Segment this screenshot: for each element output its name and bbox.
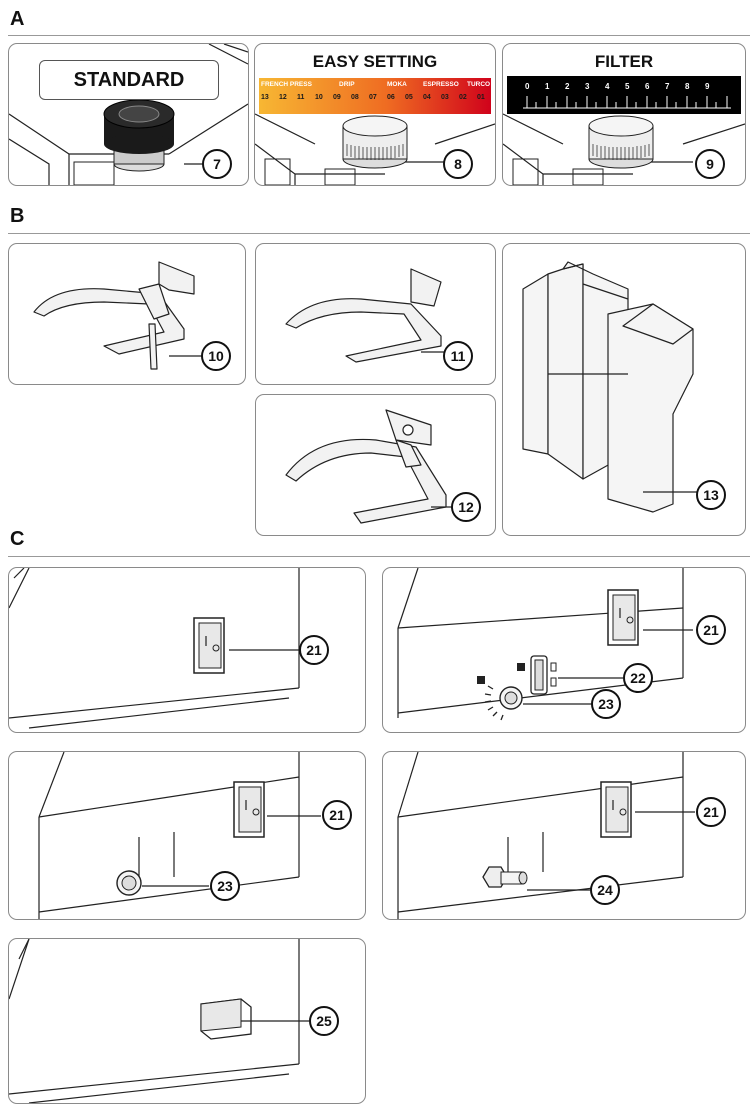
filter-num: 3 [585, 82, 590, 91]
panel-standard-knob: STANDARD 7 [8, 43, 249, 186]
switch-21-22-23-drawing [397, 568, 693, 721]
filter-title: FILTER [594, 52, 654, 71]
filter-num: 2 [565, 82, 570, 91]
fork-holder-10-drawing [33, 261, 204, 370]
panel-filter: FILTER 0 1 2 3 4 5 6 7 8 9 9 [502, 43, 746, 186]
filter-num: 7 [665, 82, 670, 91]
panel-switch-21-24: 21 24 [382, 751, 746, 920]
panel-switch-21-23: 21 23 [8, 751, 366, 920]
filter-num: 6 [645, 82, 650, 91]
easy-num: 13 [261, 94, 269, 101]
callout-23: 23 [210, 871, 240, 901]
callout-9: 9 [695, 149, 725, 179]
easy-knob-drawing [255, 78, 495, 185]
easy-num: 04 [423, 94, 431, 101]
filter-num: 1 [545, 82, 550, 91]
panel-switch-21-22-23: 21 22 23 [382, 567, 746, 733]
callout-10: 10 [201, 341, 231, 371]
filter-num: 9 [705, 82, 710, 91]
easy-category-turco: TURCO [467, 81, 491, 88]
callout-22: 22 [623, 663, 653, 693]
easy-setting-title: EASY SETTING [312, 52, 438, 71]
filter-num: 4 [605, 82, 610, 91]
easy-num: 08 [351, 94, 359, 101]
easy-category-espresso: ESPRESSO [423, 81, 459, 88]
switch-21-23-drawing [38, 752, 321, 919]
callout-7: 7 [202, 149, 232, 179]
section-label-a: A [10, 8, 25, 30]
callout-25: 25 [309, 1006, 339, 1036]
callout-21: 21 [696, 615, 726, 645]
easy-num: 03 [441, 94, 449, 101]
easy-category-french-press: FRENCH PRESS [261, 81, 312, 88]
callout-12: 12 [451, 492, 481, 522]
section-rule-a [8, 35, 750, 36]
easy-num: 06 [387, 94, 395, 101]
switch-21-24-drawing [397, 752, 695, 919]
section-label-c: C [10, 528, 25, 550]
callout-21: 21 [696, 797, 726, 827]
easy-num: 01 [477, 94, 485, 101]
callout-21: 21 [299, 635, 329, 665]
easy-number-row: 13 12 11 10 09 08 07 06 05 04 03 02 01 [261, 94, 489, 104]
panel-holder-10: 10 [8, 243, 246, 385]
callout-8: 8 [443, 149, 473, 179]
section-rule-b [8, 233, 750, 234]
easy-num: 05 [405, 94, 413, 101]
fork-holder-12-drawing [285, 409, 453, 524]
switch-25-drawing [9, 939, 309, 1103]
easy-category-drip: DRIP [339, 81, 355, 88]
callout-21: 21 [322, 800, 352, 830]
standard-title: STANDARD [39, 60, 219, 100]
filter-num: 8 [685, 82, 690, 91]
panel-holder-12: 12 [255, 394, 496, 536]
standard-knob-drawing [9, 44, 248, 185]
callout-23: 23 [591, 689, 621, 719]
filter-number-row: 0 1 2 3 4 5 6 7 8 9 [503, 82, 745, 94]
switch-21-a-drawing [9, 568, 300, 729]
callout-13: 13 [696, 480, 726, 510]
panel-hopper-13: 13 [502, 243, 746, 536]
easy-category-row: FRENCH PRESS DRIP MOKA ESPRESSO TURCO [261, 81, 491, 93]
filter-num: 0 [525, 82, 530, 91]
section-rule-c [8, 556, 750, 557]
fork-holder-11-drawing [285, 268, 446, 363]
filter-num: 5 [625, 82, 630, 91]
easy-category-moka: MOKA [387, 81, 407, 88]
easy-num: 10 [315, 94, 323, 101]
panel-easy-setting: EASY SETTING FRENCH PRESS DRIP MOKA ESPR… [254, 43, 496, 186]
easy-num: 12 [279, 94, 287, 101]
panel-switch-25: 25 [8, 938, 366, 1104]
easy-num: 09 [333, 94, 341, 101]
panel-switch-21-a: 21 [8, 567, 366, 733]
callout-11: 11 [443, 341, 473, 371]
easy-num: 02 [459, 94, 467, 101]
easy-num: 07 [369, 94, 377, 101]
easy-num: 11 [297, 94, 305, 101]
callout-24: 24 [590, 875, 620, 905]
hopper-13-drawing [522, 261, 698, 513]
section-label-b: B [10, 205, 25, 227]
filter-knob-drawing [503, 76, 745, 185]
panel-holder-11: 11 [255, 243, 496, 385]
